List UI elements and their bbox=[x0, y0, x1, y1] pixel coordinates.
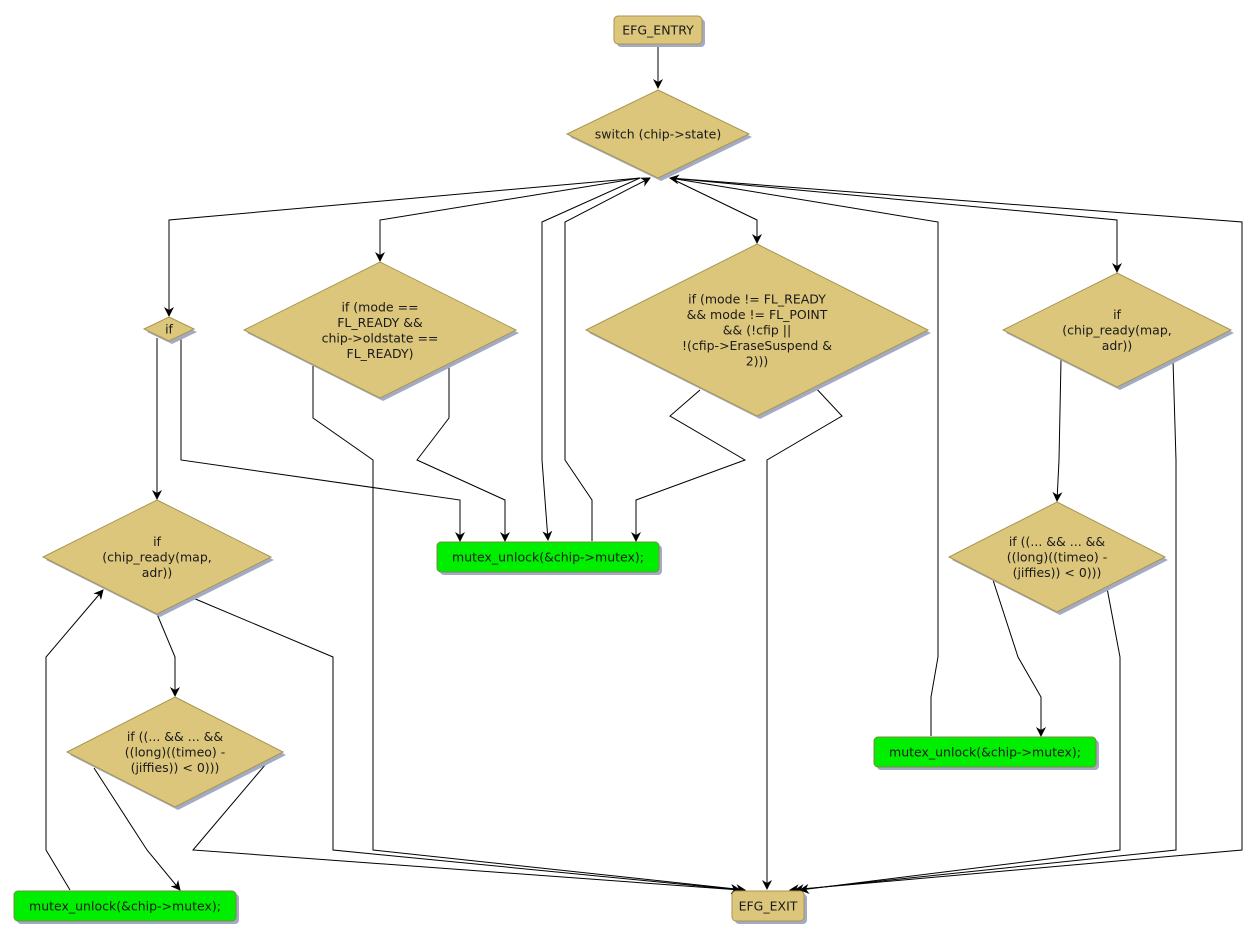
node-label-line: (chip_ready(map, bbox=[102, 550, 212, 565]
node-if-mode-ready[interactable]: if (mode ==FL_READY &&chip->oldstate ==F… bbox=[242, 261, 519, 401]
edge-if-mode-ready-to-exit bbox=[312, 366, 746, 895]
node-label-line: EFG_ENTRY bbox=[622, 23, 694, 38]
edge-switch-to-exit bbox=[669, 177, 1243, 895]
node-label-line: EFG_EXIT bbox=[739, 899, 798, 914]
node-if-timeo-left[interactable]: if ((... && ... &&((long)((timeo) -(jiff… bbox=[65, 696, 286, 810]
edge-if-mode-ready-to-unlock-center bbox=[416, 366, 510, 542]
node-label-line: && mode != FL_POINT bbox=[687, 307, 828, 322]
edge-if-timeo-right-to-unlock-right bbox=[992, 579, 1046, 737]
action-box bbox=[873, 736, 1097, 768]
action-box bbox=[13, 890, 237, 922]
node-if-chip-ready-right[interactable]: if(chip_ready(map,adr)) bbox=[1001, 272, 1234, 390]
decision-diamond bbox=[65, 696, 285, 808]
decision-diamond bbox=[947, 501, 1167, 613]
edge-if-timeo-left-to-unlock-left bbox=[93, 767, 181, 891]
edge-if-chip-ready-right-to-if-timeo-right bbox=[1052, 359, 1063, 502]
node-label-line: if bbox=[165, 322, 173, 337]
node-label-line: if bbox=[1113, 307, 1121, 322]
edge-if-mode-not-ready-to-unlock-center bbox=[631, 389, 747, 542]
node-if-small[interactable]: if bbox=[142, 316, 197, 344]
edge-if-chip-ready-left-to-exit bbox=[192, 597, 741, 895]
node-label-line: !(cfip->EraseSuspend & bbox=[682, 338, 832, 353]
node-label-line: FL_READY && bbox=[337, 315, 423, 330]
node-label-line: switch (chip->state) bbox=[595, 127, 721, 142]
edge-switch-to-if-mode-not-ready bbox=[669, 177, 762, 244]
decision-diamond bbox=[142, 316, 196, 342]
edge-if-chip-ready-left-to-if-timeo-left bbox=[156, 613, 180, 697]
node-label-line: ((long)((timeo) - bbox=[125, 745, 226, 760]
node-if-timeo-right[interactable]: if ((... && ... &&((long)((timeo) -(jiff… bbox=[947, 501, 1168, 615]
node-label-line: chip->oldstate == bbox=[322, 330, 439, 345]
edge-unlock-left-to-if-chip-ready-left bbox=[45, 589, 104, 891]
decision-diamond bbox=[41, 499, 273, 615]
edge-if-timeo-right-to-exit bbox=[799, 587, 1121, 894]
edge-if-small-to-unlock-center bbox=[180, 336, 465, 542]
node-label-line: if (mode != FL_READY bbox=[688, 292, 826, 307]
node-exit[interactable]: EFG_EXIT bbox=[731, 890, 807, 924]
node-if-mode-not-ready[interactable]: if (mode != FL_READY&& mode != FL_POINT&… bbox=[584, 243, 931, 419]
node-label-line: if bbox=[153, 534, 161, 549]
node-label-line: if (mode == bbox=[341, 299, 418, 314]
node-entry[interactable]: EFG_ENTRY bbox=[613, 15, 705, 47]
edge-switch-to-unlock-center bbox=[541, 177, 641, 541]
edge-switch-to-if-small bbox=[164, 177, 641, 317]
node-switch[interactable]: switch (chip->state) bbox=[565, 89, 752, 181]
edge-switch-to-if-chip-ready-right bbox=[669, 177, 1122, 273]
edge-unlock-right-to-switch bbox=[669, 174, 939, 736]
node-label-line: (chip_ready(map, bbox=[1062, 323, 1172, 338]
action-box bbox=[436, 541, 660, 573]
decision-diamond bbox=[565, 89, 751, 179]
node-label-line: adr)) bbox=[142, 565, 173, 580]
edge-if-mode-not-ready-to-exit bbox=[762, 384, 843, 890]
terminal-box bbox=[613, 15, 703, 45]
node-label-line: mutex_unlock(&chip->mutex); bbox=[889, 745, 1081, 760]
decision-diamond bbox=[584, 243, 930, 417]
node-label-line: if ((... && ... && bbox=[1009, 534, 1106, 549]
node-unlock-right[interactable]: mutex_unlock(&chip->mutex); bbox=[873, 736, 1099, 770]
node-if-chip-ready-left[interactable]: if(chip_ready(map,adr)) bbox=[41, 499, 274, 617]
decision-diamond bbox=[1001, 272, 1233, 388]
node-label-line: (jiffies)) < 0))) bbox=[1013, 565, 1102, 580]
edge-if-timeo-left-to-exit bbox=[191, 757, 741, 895]
node-label-line: mutex_unlock(&chip->mutex); bbox=[29, 899, 221, 914]
node-unlock-center[interactable]: mutex_unlock(&chip->mutex); bbox=[436, 541, 662, 575]
node-label-line: FL_READY) bbox=[347, 346, 414, 361]
edge-switch-to-if-mode-ready bbox=[375, 177, 641, 262]
edges-layer bbox=[45, 44, 1243, 895]
node-label-line: && (!cfip || bbox=[723, 323, 791, 338]
node-unlock-left[interactable]: mutex_unlock(&chip->mutex); bbox=[13, 890, 239, 924]
node-label-line: mutex_unlock(&chip->mutex); bbox=[452, 550, 644, 565]
node-label-line: 2))) bbox=[746, 354, 769, 369]
node-label-line: (jiffies)) < 0))) bbox=[131, 760, 220, 775]
edge-if-chip-ready-right-to-exit bbox=[794, 359, 1177, 895]
node-label-line: ((long)((timeo) - bbox=[1007, 550, 1108, 565]
terminal-box bbox=[731, 890, 805, 922]
node-label-line: if ((... && ... && bbox=[127, 729, 224, 744]
node-label-line: adr)) bbox=[1102, 338, 1133, 353]
decision-diamond bbox=[242, 261, 518, 399]
edge-unlock-center-to-switch bbox=[564, 177, 651, 541]
